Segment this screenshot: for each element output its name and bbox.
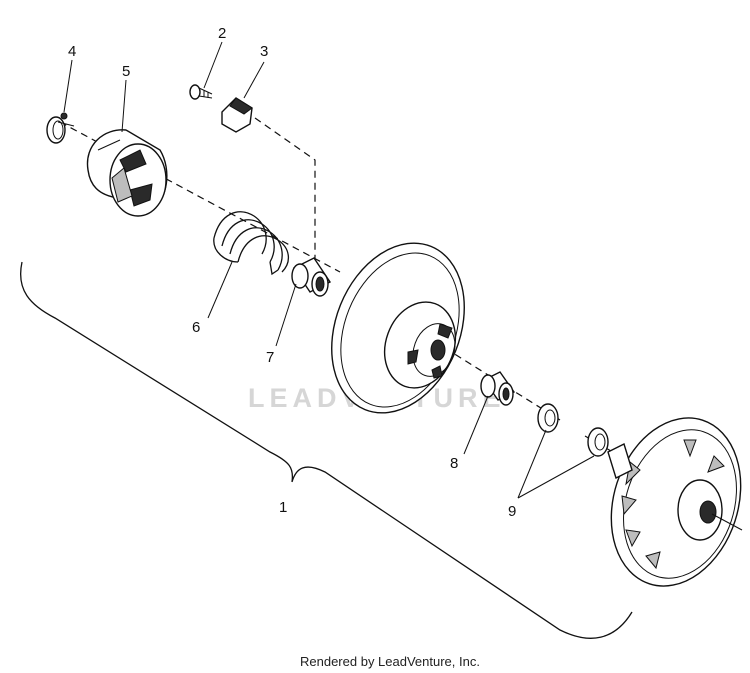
callout-2: 2 bbox=[218, 25, 226, 42]
callout-labels: 1 2 3 4 5 6 7 8 9 bbox=[68, 25, 516, 520]
callout-5: 5 bbox=[122, 63, 130, 80]
leader-lines bbox=[63, 41, 595, 499]
part-5-cam bbox=[86, 129, 168, 217]
part-7-bushing bbox=[291, 257, 332, 297]
callout-3: 3 bbox=[260, 43, 268, 60]
callout-6: 6 bbox=[192, 319, 200, 336]
assembly-bracket bbox=[20, 261, 633, 639]
part-4-retaining-ring bbox=[46, 112, 75, 144]
footer-credit: Rendered by LeadVenture, Inc. bbox=[300, 654, 480, 669]
moveable-sheave bbox=[331, 242, 465, 414]
part-9-washers bbox=[537, 403, 609, 457]
part-2-screw bbox=[189, 84, 213, 100]
part-3-weight bbox=[221, 97, 253, 133]
axis-line-lower bbox=[584, 435, 631, 463]
fixed-sheave bbox=[607, 417, 743, 587]
callout-8: 8 bbox=[450, 455, 458, 472]
callout-1: 1 bbox=[279, 499, 287, 516]
part-6-spring bbox=[213, 211, 289, 276]
callout-7: 7 bbox=[266, 349, 274, 366]
callout-4: 4 bbox=[68, 43, 76, 60]
callout-9: 9 bbox=[508, 503, 516, 520]
weight-axis-line bbox=[254, 117, 316, 262]
part-8-bushing bbox=[480, 371, 516, 406]
